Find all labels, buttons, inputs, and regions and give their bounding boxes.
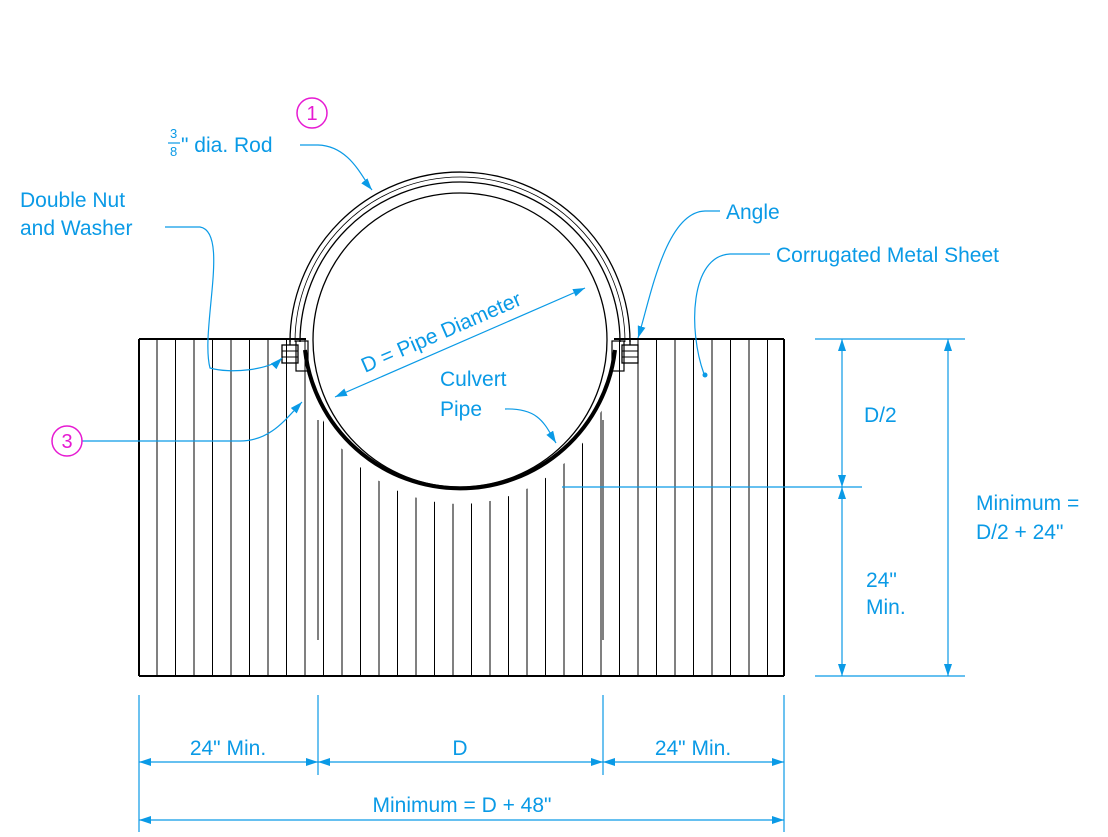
vertical-dimensions <box>562 338 965 677</box>
diameter-label: D = Pipe Diameter <box>358 288 525 378</box>
culvert-pipe <box>303 192 617 491</box>
min24-label-line1: 24" <box>866 569 897 592</box>
right-angle-and-nut <box>611 338 639 372</box>
sheet-leader <box>694 253 770 378</box>
callout-tag-1-text: 1 <box>306 103 317 125</box>
rod-label-text: " dia. Rod <box>181 134 273 157</box>
horizontal-dimensions <box>138 695 785 832</box>
rod-leader <box>300 144 373 191</box>
half-d-label: D/2 <box>864 404 897 427</box>
rod-fraction-denominator: 8 <box>170 144 177 159</box>
culvert-label-line1: Culvert <box>440 368 507 391</box>
diameter-dimension <box>334 287 586 398</box>
culvert-leader <box>504 408 557 444</box>
left-min-label: 24" Min. <box>190 737 266 760</box>
nut-label-line1: Double Nut <box>20 189 125 212</box>
sheet-label: Corrugated Metal Sheet <box>776 244 999 267</box>
min24-label-line2: Min. <box>866 596 906 619</box>
total-height-label-line2: D/2 + 24" <box>976 521 1063 544</box>
tag3-leader <box>82 401 303 442</box>
rod-label: 3 8 " dia. Rod <box>168 126 273 159</box>
angle-label: Angle <box>726 201 780 224</box>
total-width-label: Minimum = D + 48" <box>372 794 551 817</box>
callout-tag-1: 1 <box>296 97 328 129</box>
callout-tag-3: 3 <box>51 425 83 457</box>
nut-leader <box>165 226 283 372</box>
rod <box>289 171 631 343</box>
total-height-label-line1: Minimum = <box>976 492 1079 515</box>
nut-label-line2: and Washer <box>20 217 132 240</box>
callout-tag-3-text: 3 <box>61 431 72 453</box>
culvert-label-line2: Pipe <box>440 398 482 421</box>
angle-leader <box>637 210 720 339</box>
rod-fraction-numerator: 3 <box>170 126 177 141</box>
right-min-label: 24" Min. <box>655 737 731 760</box>
d-label: D <box>452 737 467 760</box>
left-angle-and-nut <box>281 338 309 372</box>
corrugated-metal-sheet <box>138 338 785 677</box>
